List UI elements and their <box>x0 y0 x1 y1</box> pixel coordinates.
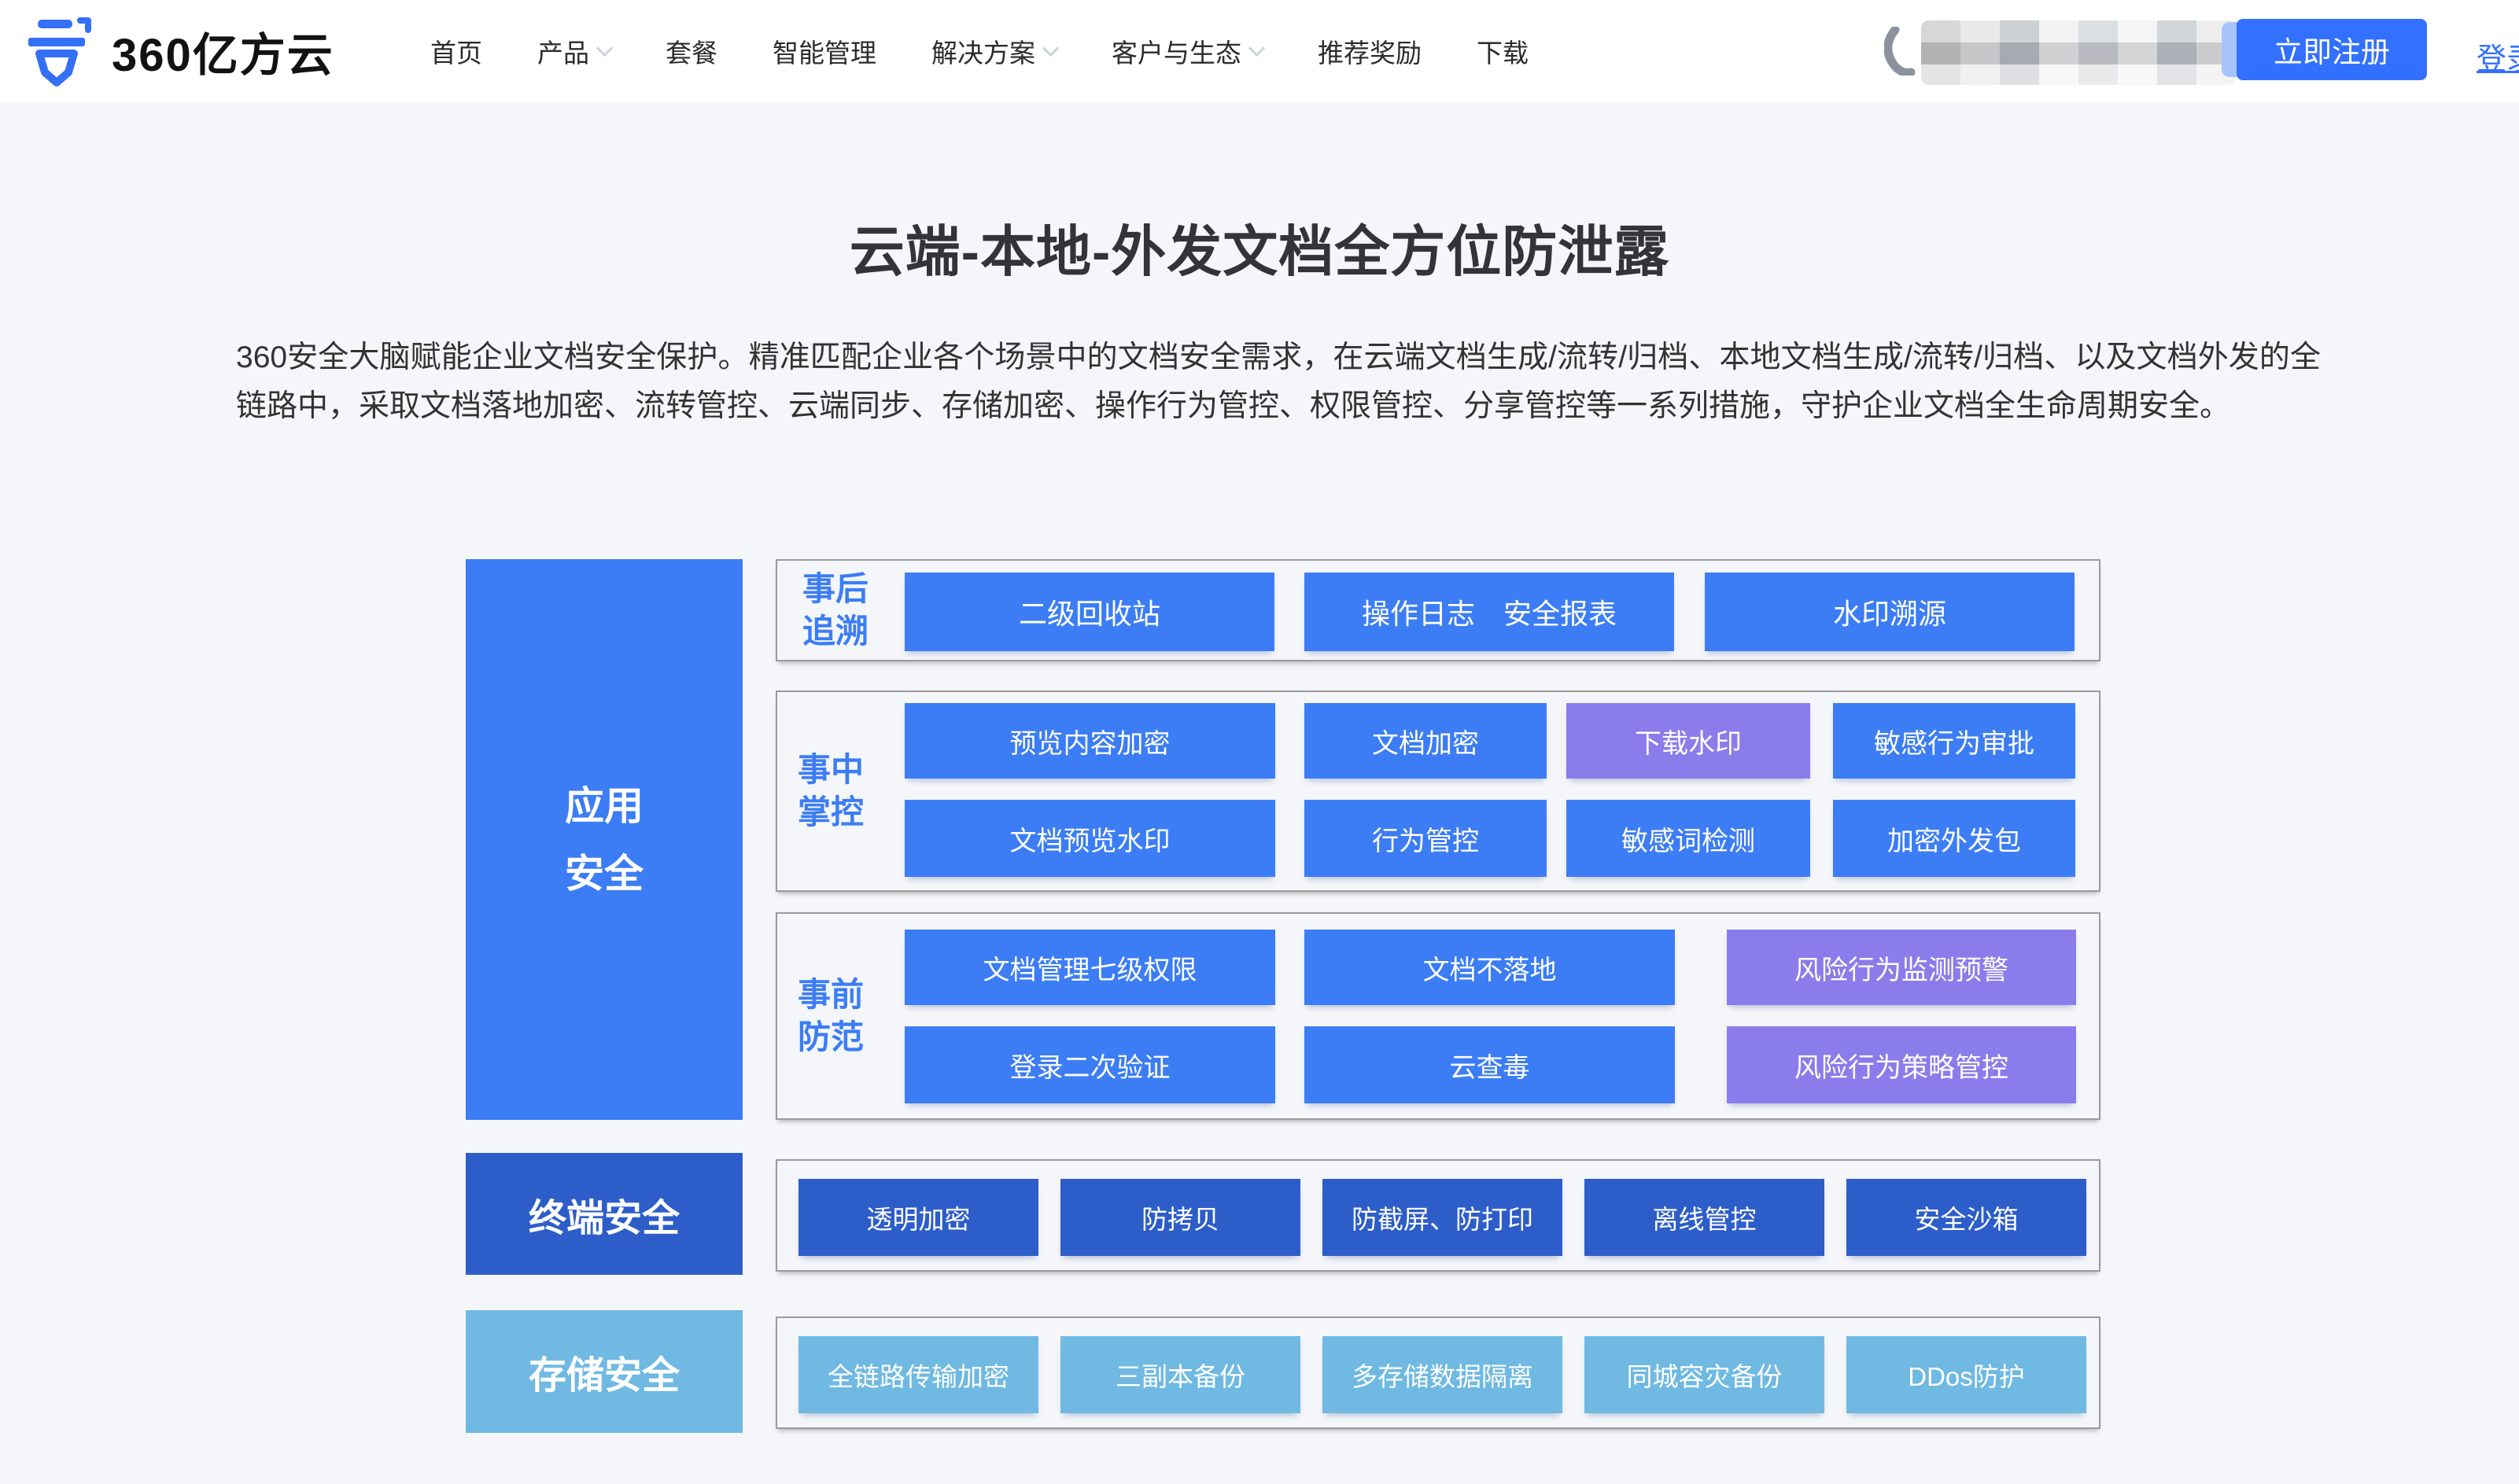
feature-block: 行为管控 <box>1304 800 1547 877</box>
feature-block: 同城容灾备份 <box>1584 1336 1824 1413</box>
group-advance-prevention: 事前 防范 文档管理七级权限 文档不落地 风险行为监测预警 登录二次验证 云查毒… <box>776 912 2100 1120</box>
feature-block: 云查毒 <box>1304 1026 1675 1103</box>
feature-block: 风险行为策略管控 <box>1727 1026 2076 1103</box>
nav-item-plans[interactable]: 套餐 <box>666 39 717 68</box>
group-label: 事中 掌控 <box>798 751 865 830</box>
group-label: 事前 防范 <box>798 976 865 1055</box>
phone-icon <box>1884 27 1916 75</box>
feature-block: 多存储数据隔离 <box>1322 1336 1562 1413</box>
feature-block: 加密外发包 <box>1833 800 2075 877</box>
feature-block: 文档不落地 <box>1304 930 1675 1005</box>
top-navbar: 360亿方云 首页 产品 套餐 智能管理 解决方案 客户与生态 推荐奖励 下载 … <box>0 0 2519 102</box>
brand-logo-text: 360亿方云 <box>112 30 334 81</box>
feature-block: 操作日志 安全报表 <box>1304 573 1674 651</box>
feature-block: 文档加密 <box>1304 703 1547 779</box>
nav-item-smart-management[interactable]: 智能管理 <box>773 39 876 68</box>
main-nav: 首页 产品 套餐 智能管理 解决方案 客户与生态 推荐奖励 下载 <box>430 0 1529 102</box>
login-link[interactable]: 登录 <box>2477 43 2519 76</box>
feature-block: 防拷贝 <box>1060 1179 1300 1256</box>
category-terminal-security: 终端安全 <box>466 1153 743 1275</box>
category-label-line: 安全 <box>565 851 644 896</box>
category-label-line: 终端安全 <box>528 1197 680 1239</box>
phone-number-redacted <box>1921 20 2236 85</box>
feature-block: 全链路传输加密 <box>798 1336 1038 1413</box>
feature-block: 透明加密 <box>798 1179 1038 1256</box>
feature-block: 下载水印 <box>1566 703 1810 779</box>
feature-block: 二级回收站 <box>905 573 1274 651</box>
chevron-down-icon <box>1042 39 1060 57</box>
category-label-line: 应用 <box>565 783 644 828</box>
category-application-security: 应用 安全 <box>466 559 743 1120</box>
group-label: 事后 追溯 <box>802 570 869 650</box>
feature-block: 敏感行为审批 <box>1833 703 2075 779</box>
brand-logo[interactable]: 360亿方云 <box>20 11 334 91</box>
nav-item-download[interactable]: 下载 <box>1477 39 1529 68</box>
register-button[interactable]: 立即注册 <box>2237 19 2427 80</box>
feature-block: 安全沙箱 <box>1846 1179 2086 1256</box>
feature-block: 敏感词检测 <box>1566 800 1810 877</box>
nav-item-products[interactable]: 产品 <box>537 32 614 70</box>
category-label-line: 存储安全 <box>528 1355 680 1397</box>
cloud-shield-logo-icon <box>28 17 91 87</box>
group-in-process-control: 事中 掌控 预览内容加密 文档加密 下载水印 敏感行为审批 文档预览水印 行为管… <box>776 690 2100 892</box>
feature-block: 文档预览水印 <box>905 800 1275 877</box>
feature-block: DDos防护 <box>1846 1336 2086 1413</box>
security-architecture-diagram: 应用 安全 终端安全 存储安全 事后 追溯 二级回收站 操作日志 安全报表 水印… <box>0 559 2519 1448</box>
feature-block: 离线管控 <box>1584 1179 1824 1256</box>
group-post-event-tracing: 事后 追溯 二级回收站 操作日志 安全报表 水印溯源 <box>776 559 2100 661</box>
nav-item-customers-ecosystem[interactable]: 客户与生态 <box>1112 32 1266 70</box>
nav-item-solutions[interactable]: 解决方案 <box>931 32 1060 70</box>
group-storage-security-features: 全链路传输加密 三副本备份 多存储数据隔离 同城容灾备份 DDos防护 <box>776 1316 2100 1429</box>
feature-block: 预览内容加密 <box>905 703 1275 779</box>
feature-block: 水印溯源 <box>1705 573 2075 651</box>
nav-item-referral-rewards[interactable]: 推荐奖励 <box>1318 39 1422 68</box>
chevron-down-icon <box>1248 39 1266 57</box>
feature-block: 防截屏、防打印 <box>1322 1179 1562 1256</box>
chevron-down-icon <box>596 39 614 57</box>
nav-item-home[interactable]: 首页 <box>430 39 482 68</box>
page-description: 360安全大脑赋能企业文档安全保护。精准匹配企业各个场景中的文档安全需求，在云端… <box>236 341 2321 423</box>
feature-block: 登录二次验证 <box>905 1026 1275 1103</box>
feature-block: 风险行为监测预警 <box>1727 930 2076 1005</box>
feature-block: 三副本备份 <box>1060 1336 1300 1413</box>
page-title: 云端-本地-外发文档全方位防泄露 <box>849 221 1670 282</box>
group-terminal-security-features: 透明加密 防拷贝 防截屏、防打印 离线管控 安全沙箱 <box>776 1159 2100 1272</box>
feature-block: 文档管理七级权限 <box>905 930 1275 1005</box>
category-storage-security: 存储安全 <box>466 1310 743 1433</box>
